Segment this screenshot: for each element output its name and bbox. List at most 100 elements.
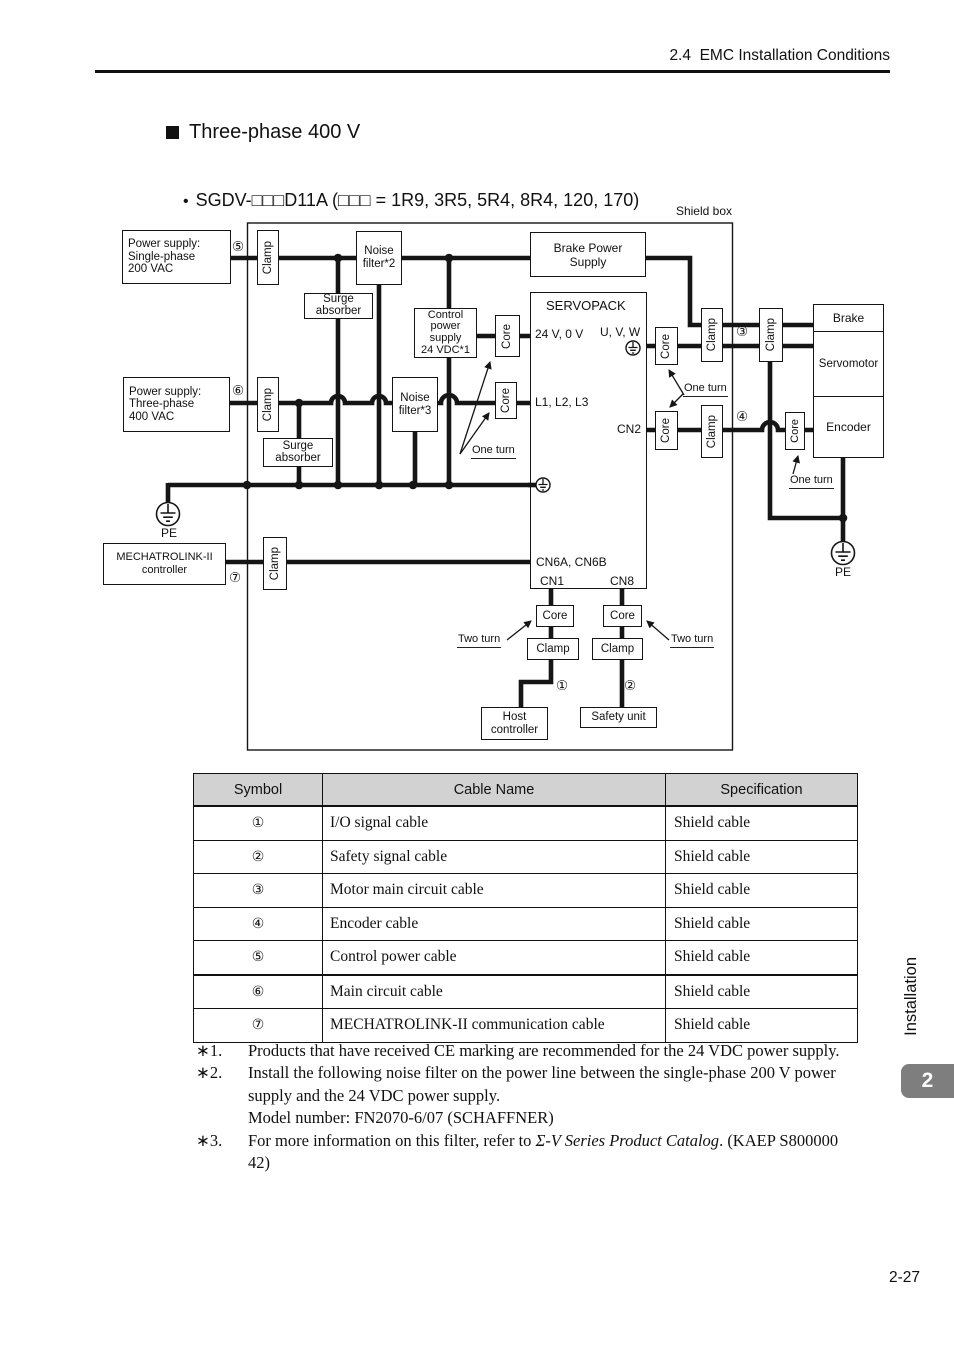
servomotor-box: Servomotor [813, 331, 884, 397]
noise-filter2-box: Noise filter*2 [356, 231, 402, 285]
one-turn-label: One turn [789, 474, 834, 489]
pe-label: PE [160, 526, 177, 540]
row-cable: I/O signal cable [322, 805, 666, 841]
footnote-text: Products that have received CE marking a… [248, 1041, 840, 1060]
row-symbol: ④ [193, 906, 323, 941]
dot-bullet-icon: • [183, 193, 189, 210]
footnote-1: ∗1. Products that have received CE marki… [190, 1040, 906, 1062]
row-symbol: ③ [193, 873, 323, 908]
row-cable: Motor main circuit cable [322, 873, 666, 908]
brake-box: Brake [813, 304, 884, 332]
col-header-symbol: Symbol [193, 773, 323, 807]
row-spec: Shield cable [665, 906, 858, 941]
clamp-box: Clamp [592, 638, 643, 660]
symbol-1: ① [556, 678, 569, 694]
control-power-supply-box: Control power supply 24 VDC*1 [414, 308, 477, 358]
clamp-box: Clamp [257, 377, 279, 432]
servopack-cn6-label: CN6A, CN6B [536, 555, 607, 569]
symbol-4: ④ [736, 409, 749, 425]
footnote-text: 42) [248, 1153, 270, 1173]
footnote-text: For more information on this filter, ref… [248, 1130, 839, 1150]
row-symbol: ⑤ [193, 940, 323, 975]
section-heading-text: Three-phase 400 V [189, 121, 361, 143]
row-symbol: ⑦ [193, 1008, 323, 1043]
row-spec: Shield cable [665, 1008, 858, 1043]
row-spec: Shield cable [665, 873, 858, 908]
footnote-text: Model number: FN2070-6/07 (SCHAFFNER) [248, 1108, 554, 1128]
footnote-marker: ∗2. [196, 1063, 223, 1083]
safety-unit-box: Safety unit [580, 707, 657, 728]
one-turn-label: One turn [471, 444, 516, 459]
footnotes: ∗1. Products that have received CE marki… [190, 1040, 906, 1174]
row-symbol: ① [193, 805, 323, 841]
core-box: Core [495, 315, 520, 357]
section-header: 2.4 EMC Installation Conditions [669, 47, 890, 64]
servopack-l123-label: L1, L2, L3 [535, 395, 589, 409]
row-cable: Control power cable [322, 940, 666, 975]
footnote-marker: ∗1. [196, 1041, 223, 1060]
power-supply-single-box: Power supply: Single-phase 200 VAC [122, 230, 231, 284]
shield-box-label: Shield box [675, 204, 732, 218]
row-cable: MECHATROLINK-II communication cable [322, 1008, 666, 1043]
row-cable: Safety signal cable [322, 839, 666, 874]
footnote-marker: ∗3. [196, 1130, 223, 1150]
section-heading: Three-phase 400 V [166, 121, 360, 144]
servopack-cn1-label: CN1 [540, 574, 565, 588]
symbol-6: ⑥ [232, 383, 245, 399]
core-box: Core [655, 327, 678, 365]
clamp-box: Clamp [257, 230, 279, 285]
two-turn-label: Two turn [670, 633, 715, 648]
clamp-box: Clamp [701, 308, 723, 362]
noise-filter3-box: Noise filter*3 [392, 377, 438, 432]
footnote-text: supply and the 24 VDC power supply. [248, 1085, 501, 1105]
row-spec: Shield cable [665, 973, 858, 1009]
servopack-label: SERVOPACK [546, 298, 626, 313]
servopack-cn2-label: CN2 [617, 422, 642, 436]
table-header-row: Symbol Cable Name Specification [193, 773, 858, 807]
model-line: • SGDV-□□□D11A (□□□ = 1R9, 3R5, 5R4, 8R4,… [163, 169, 639, 232]
symbol-2: ② [624, 678, 637, 694]
chapter-sidebar-label: Installation [902, 956, 920, 1036]
row-spec: Shield cable [665, 940, 858, 975]
clamp-box: Clamp [759, 308, 783, 362]
core-box: Core [536, 605, 574, 627]
host-controller-box: Host controller [481, 707, 548, 740]
col-header-specification: Specification [665, 773, 858, 807]
symbol-7: ⑦ [229, 570, 242, 586]
chapter-number-badge: 2 [901, 1064, 954, 1098]
brake-power-supply-box: Brake Power Supply [530, 232, 646, 277]
core-box: Core [603, 605, 642, 627]
ground-icon [830, 540, 856, 566]
footnote-2: ∗2. Install the following noise filter o… [190, 1062, 906, 1129]
core-box: Core [785, 412, 805, 450]
row-cable: Main circuit cable [322, 973, 666, 1009]
row-cable: Encoder cable [322, 906, 666, 941]
model-line-text: SGDV-□□□D11A (□□□ = 1R9, 3R5, 5R4, 8R4, … [195, 190, 640, 210]
italic-catalog-title: Σ-V Series Product Catalog [535, 1130, 720, 1150]
surge-absorber-box: Surge absorber [304, 293, 373, 319]
two-turn-label: Two turn [457, 633, 502, 648]
servopack-cn8-label: CN8 [610, 574, 635, 588]
square-bullet-icon [166, 126, 179, 139]
ground-icon [155, 501, 181, 527]
clamp-box: Clamp [701, 405, 723, 458]
row-symbol: ⑥ [193, 973, 323, 1009]
row-spec: Shield cable [665, 805, 858, 841]
clamp-box: Clamp [263, 537, 287, 590]
clamp-box: Clamp [527, 638, 579, 660]
servopack-24v-label: 24 V, 0 V [535, 327, 584, 341]
page-number: 2-27 [888, 1269, 920, 1286]
core-box: Core [655, 411, 678, 450]
core-box: Core [495, 382, 517, 419]
surge-absorber-box: Surge absorber [263, 438, 333, 467]
footnote-text: Install the following noise filter on th… [248, 1063, 836, 1083]
encoder-box: Encoder [813, 396, 884, 458]
wire-brake-power [646, 255, 814, 328]
